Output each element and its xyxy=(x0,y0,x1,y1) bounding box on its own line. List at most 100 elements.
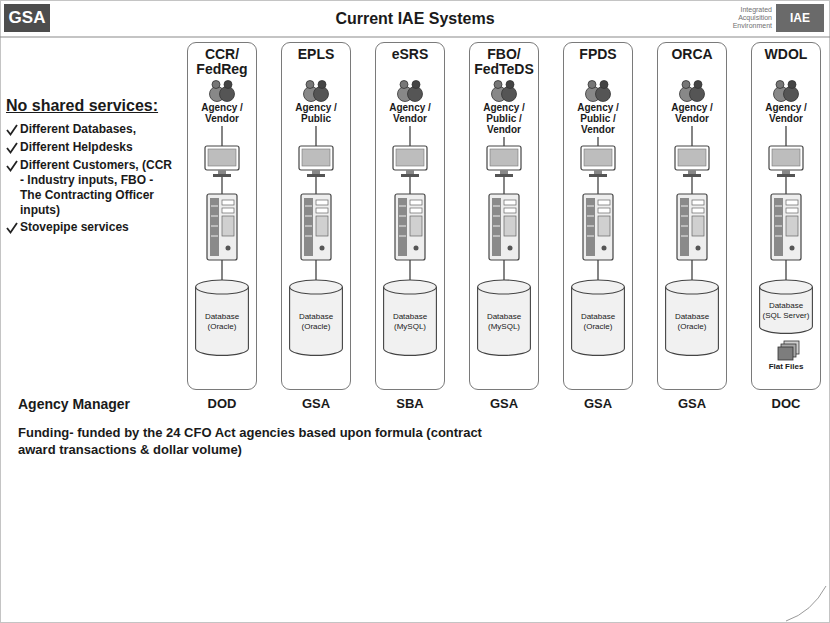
node-label: Agency / Public / Vendor xyxy=(567,102,629,135)
gsa-logo: GSA xyxy=(4,4,50,32)
cylinder-rim xyxy=(384,287,437,294)
monitor-icon xyxy=(769,146,803,177)
users-icon xyxy=(680,81,705,102)
database-cylinder: Database (Oracle) xyxy=(665,280,719,356)
system-column: EPLS Agency / PublicDatabase (Oracle) xyxy=(281,42,351,390)
users-icon xyxy=(586,81,611,102)
server-icon xyxy=(771,194,801,260)
node-label: FPDS xyxy=(565,47,631,62)
node-label: eSRS xyxy=(377,47,443,62)
user-group: Agency / Vendor xyxy=(377,80,443,124)
iae-logo: IAE xyxy=(776,4,824,32)
node-label: Agency / Vendor xyxy=(755,102,817,124)
server-icon xyxy=(489,194,519,260)
cylinder-body xyxy=(478,280,531,355)
node-label: Database (Oracle) xyxy=(197,280,247,332)
check-mark xyxy=(7,161,17,171)
list-item: Different Databases, xyxy=(20,122,172,137)
node-label: Database (MySQL) xyxy=(385,280,435,332)
check-mark xyxy=(7,223,17,233)
row-heading: Agency Manager xyxy=(18,396,178,412)
corner-curl xyxy=(786,586,826,621)
monitor-icon xyxy=(205,146,239,177)
node-label: Agency / Vendor xyxy=(379,102,441,124)
server-icon xyxy=(301,194,331,260)
node-label: Agency / Public xyxy=(285,102,347,124)
monitor-icon xyxy=(487,146,521,177)
flat-files-icon xyxy=(778,341,799,360)
node-label: Database (Oracle) xyxy=(573,280,623,332)
system-column: FPDS Agency / Public / VendorDatabase (Or… xyxy=(563,42,633,390)
user-group: Agency / Vendor xyxy=(659,80,725,124)
cylinder-body xyxy=(666,280,719,355)
node-label: Database (SQL Server) xyxy=(761,280,811,321)
cylinder-body xyxy=(572,280,625,355)
system-column: ORCA Agency / VendorDatabase (Oracle) xyxy=(657,42,727,390)
node-label: Database (Oracle) xyxy=(291,280,341,332)
system-column: eSRS Agency / VendorDatabase (MySQL) xyxy=(375,42,445,390)
flat-files: Flat Files xyxy=(756,338,816,372)
server-icon xyxy=(677,194,707,260)
agency-name: SBA xyxy=(380,396,440,412)
cylinder-rim xyxy=(760,287,813,294)
users-icon xyxy=(774,81,799,102)
node-label: WDOL xyxy=(753,47,819,62)
server-icon xyxy=(395,194,425,260)
check-mark xyxy=(7,143,17,153)
cylinder-rim xyxy=(478,287,531,294)
cylinder-body xyxy=(196,280,249,355)
agency-name: DOD xyxy=(192,396,252,412)
agency-name: GSA xyxy=(568,396,628,412)
monitor-icon xyxy=(581,146,615,177)
header-rule xyxy=(0,36,830,37)
monitor-icon xyxy=(299,146,333,177)
cylinder-body xyxy=(290,280,343,355)
system-column: WDOL Agency / VendorDatabase (SQL Server)… xyxy=(751,42,821,390)
server-icon xyxy=(583,194,613,260)
monitor-icon xyxy=(393,146,427,177)
node-label: CCR/ FedReg xyxy=(189,47,255,77)
list-item: Different Customers, (CCR - Industry inp… xyxy=(20,158,172,218)
node-label: Database (MySQL) xyxy=(479,280,529,332)
node-label: Database (Oracle) xyxy=(667,280,717,332)
users-icon xyxy=(210,81,235,102)
server-icon xyxy=(207,194,237,260)
user-group: Agency / Vendor xyxy=(753,80,819,124)
node-label: Agency / Vendor xyxy=(661,102,723,124)
agency-name: GSA xyxy=(286,396,346,412)
node-label: ORCA xyxy=(659,47,725,62)
cylinder-body xyxy=(384,280,437,355)
cylinder-body xyxy=(760,280,813,333)
user-group: Agency / Public / Vendor xyxy=(471,80,537,135)
cylinder-rim xyxy=(290,287,343,294)
check-mark xyxy=(7,125,17,135)
funding-note: Funding- funded by the 24 CFO Act agenci… xyxy=(18,424,498,458)
user-group: Agency / Public / Vendor xyxy=(565,80,631,135)
system-column: FBO/ FedTeDS Agency / Public / VendorData… xyxy=(469,42,539,390)
user-group: Agency / Vendor xyxy=(189,80,255,124)
list-item: Stovepipe services xyxy=(20,220,172,235)
node-label: FBO/ FedTeDS xyxy=(471,47,537,77)
monitor-icon xyxy=(675,146,709,177)
node-label: EPLS xyxy=(283,47,349,62)
database-cylinder: Database (Oracle) xyxy=(289,280,343,356)
list-heading: No shared services: xyxy=(6,96,186,116)
database-cylinder: Database (Oracle) xyxy=(571,280,625,356)
slide-title: Current IAE Systems xyxy=(0,9,830,29)
users-icon xyxy=(304,81,329,102)
logo-caption: Integrated Acquisition Environment xyxy=(726,6,772,30)
agency-name: DOC xyxy=(756,396,816,412)
database-cylinder: Database (SQL Server) xyxy=(759,280,813,334)
cylinder-rim xyxy=(572,287,625,294)
system-column: CCR/ FedRegAgency / VendorDatabase (Orac… xyxy=(187,42,257,390)
users-icon xyxy=(492,81,517,102)
list-item: Different Helpdesks xyxy=(20,140,172,155)
database-cylinder: Database (Oracle) xyxy=(195,280,249,356)
node-label: Agency / Public / Vendor xyxy=(473,102,535,135)
database-cylinder: Database (MySQL) xyxy=(477,280,531,356)
agency-name: GSA xyxy=(474,396,534,412)
cylinder-rim xyxy=(196,287,249,294)
cylinder-rim xyxy=(666,287,719,294)
node-label: Flat Files xyxy=(756,362,816,372)
